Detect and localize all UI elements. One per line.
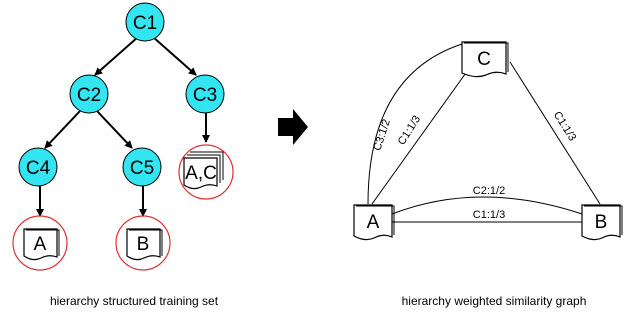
- edge-a-c-outer: [367, 43, 463, 205]
- edge-label-a-c-inner: C1:1/3: [396, 113, 423, 147]
- edge-c1-c3: [152, 36, 197, 76]
- graph-edges: [367, 43, 601, 223]
- right-arrow-icon: [278, 109, 308, 145]
- graph-node-b: B: [581, 204, 623, 241]
- document-icon: [190, 151, 224, 180]
- document-label: B: [137, 234, 150, 255]
- cluster-label: C2: [77, 85, 101, 106]
- cluster-node-c3: C3: [185, 74, 225, 114]
- edge-a-b-outer: [391, 196, 583, 215]
- cluster-label: C1: [133, 13, 157, 34]
- tree-caption: hierarchy structured training set: [50, 294, 219, 308]
- cluster-node-c2: C2: [69, 74, 109, 114]
- graph-node-label: C: [477, 49, 491, 70]
- graph-node-a: A: [353, 204, 395, 241]
- hierarchy-tree: C1 C2 C3 C4 C5 A B: [12, 2, 234, 308]
- document-label: A: [34, 234, 47, 255]
- document-leaf-b: B: [115, 215, 171, 271]
- edge-c2-c5: [96, 110, 133, 149]
- document-icon: [581, 204, 621, 241]
- document-icon: [183, 157, 218, 190]
- document-icon: [187, 154, 221, 183]
- edge-c-b: [509, 61, 601, 205]
- graph-node-label: B: [595, 212, 608, 233]
- document-icon: [461, 41, 507, 78]
- document-label: A,C: [185, 163, 217, 184]
- cluster-node-c4: C4: [18, 147, 58, 187]
- similarity-graph: C3:1/2 C1:1/3 C1:1/3 C2:1/2 C1:1/3 C A B…: [353, 41, 623, 308]
- edge-label-a-b-inner: C1:1/3: [473, 209, 505, 221]
- edge-label-a-c-outer: C3:1/2: [371, 118, 392, 153]
- graph-node-label: A: [367, 212, 380, 233]
- tree-edges: [36, 36, 210, 217]
- document-stack-ac: A,C: [178, 144, 234, 200]
- edge-label-a-b-outer: C2:1/2: [473, 185, 505, 197]
- graph-node-c: C: [461, 41, 509, 78]
- document-leaf-a: A: [12, 215, 68, 271]
- graph-caption: hierarchy weighted similarity graph: [402, 294, 587, 308]
- document-icon: [23, 228, 58, 261]
- cluster-label: C3: [193, 85, 217, 106]
- cluster-label: C4: [26, 158, 51, 179]
- cluster-node-c5: C5: [122, 147, 162, 187]
- edge-c2-c4: [44, 110, 81, 149]
- cluster-node-c1: C1: [125, 2, 165, 42]
- document-icon: [126, 228, 161, 261]
- edge-a-c-inner: [371, 69, 469, 205]
- document-icon: [353, 204, 393, 241]
- edge-c1-c2: [94, 36, 139, 76]
- cluster-label: C5: [130, 158, 154, 179]
- edge-label-c-b: C1:1/3: [551, 109, 578, 143]
